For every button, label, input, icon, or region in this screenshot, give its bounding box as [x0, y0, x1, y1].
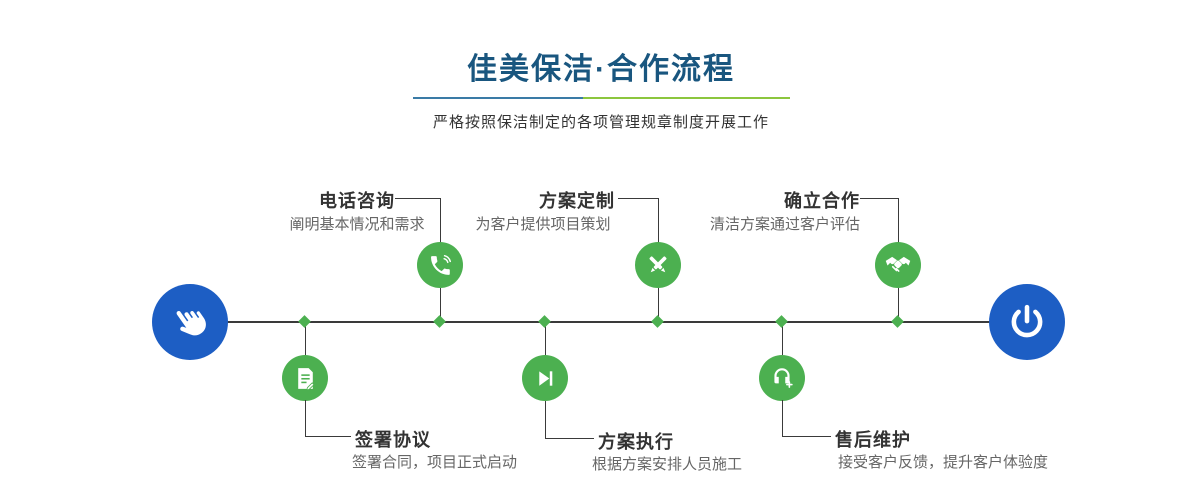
sign-step-node	[282, 355, 328, 401]
aftersales-step-node	[759, 355, 805, 401]
connector-sign	[305, 400, 351, 437]
step-desc-cooperate: 清洁方案通过客户评估	[709, 216, 860, 233]
diamond-phone	[433, 315, 446, 328]
step-title-cooperate: 确立合作	[784, 191, 860, 211]
power-icon	[1006, 301, 1048, 343]
diamond-cooperate	[891, 315, 904, 328]
page-subtitle: 严格按照保洁制定的各项管理规章制度开展工作	[432, 114, 769, 131]
underline-blue-segment	[413, 97, 583, 99]
start-node	[152, 284, 228, 360]
headset-plus-icon	[769, 365, 795, 391]
connector-cooperate	[860, 198, 899, 243]
connector-aftersales	[782, 400, 831, 437]
stem-execute	[545, 323, 546, 355]
phone-step-node	[417, 242, 463, 288]
connector-execute	[545, 401, 594, 439]
cooperate-step-node	[875, 242, 921, 288]
stem-aftersales	[782, 323, 783, 355]
step-title-execute: 方案执行	[598, 432, 674, 452]
diamond-aftersales	[775, 315, 788, 328]
design-step-node	[635, 242, 681, 288]
timeline-line	[190, 321, 1027, 323]
diamond-sign	[298, 315, 311, 328]
handshake-icon	[884, 251, 912, 279]
contract-icon	[293, 366, 318, 391]
step-desc-sign: 签署合同，项目正式启动	[352, 454, 518, 471]
diamond-design	[651, 315, 664, 328]
step-desc-design: 为客户提供项目策划	[475, 216, 611, 233]
stem-design	[658, 288, 659, 322]
execute-step-node	[522, 355, 568, 401]
play-next-icon	[534, 367, 557, 390]
step-title-sign: 签署协议	[355, 430, 431, 450]
connector-phone	[395, 198, 441, 243]
step-title-design: 方案定制	[539, 191, 615, 211]
step-desc-execute: 根据方案安排人员施工	[592, 456, 743, 473]
stem-cooperate	[898, 288, 899, 322]
title-underline	[413, 97, 790, 99]
underline-green-segment	[582, 97, 790, 99]
phone-icon	[428, 253, 453, 278]
step-title-phone: 电话咨询	[319, 191, 395, 211]
connector-design	[618, 198, 659, 243]
page-title: 佳美保洁·合作流程	[467, 53, 735, 86]
step-desc-aftersales: 接受客户反馈，提升客户体验度	[838, 454, 1049, 471]
diamond-execute	[538, 315, 551, 328]
stem-phone	[440, 288, 441, 322]
stem-sign	[305, 323, 306, 355]
hand-pointer-icon	[170, 302, 210, 342]
step-title-aftersales: 售后维护	[835, 430, 911, 450]
end-node	[989, 284, 1065, 360]
step-desc-phone: 阐明基本情况和需求	[289, 216, 425, 233]
pen-ruler-icon	[645, 252, 671, 278]
